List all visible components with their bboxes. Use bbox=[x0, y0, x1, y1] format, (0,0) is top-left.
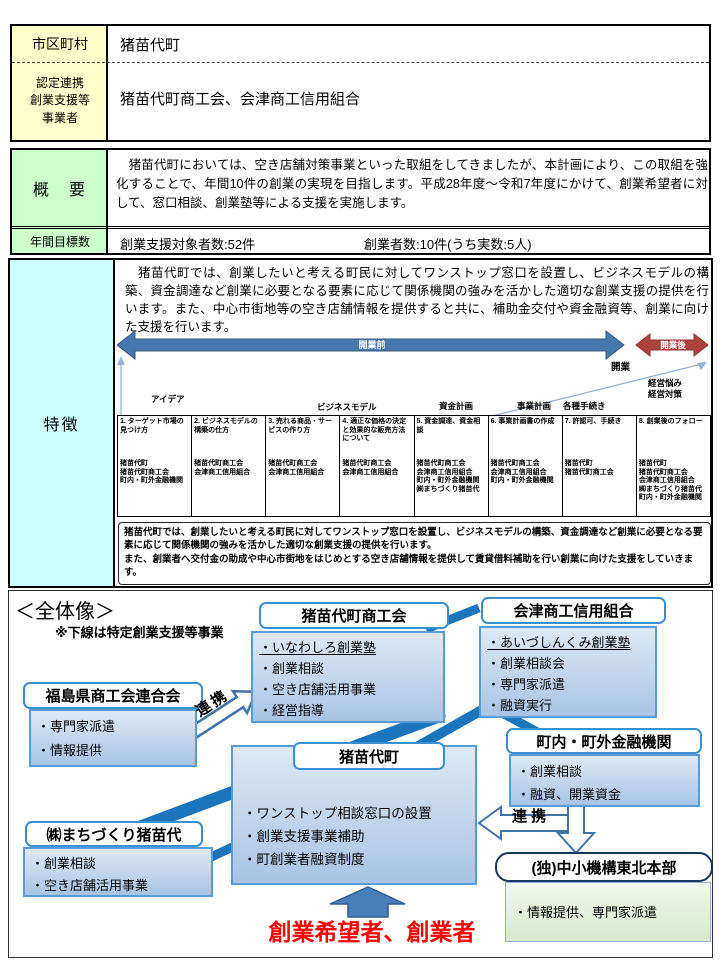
support-column-title: 6. 事業計画書の作成 bbox=[490, 418, 555, 425]
list-item: ・創業相談 bbox=[31, 856, 97, 871]
list-item: ・融資、開業資金 bbox=[517, 787, 622, 802]
axis-vertical-arrowhead bbox=[117, 356, 125, 365]
shokokai-body: ・いなわしろ創業塾 ・創業相談 ・空き店舗活用事業 ・経営指導 bbox=[251, 631, 445, 723]
renkei-label-right: 連 携 bbox=[512, 808, 547, 825]
list-item: ・町創業者融資制度 bbox=[243, 852, 365, 867]
support-column-title: 2. ビジネスモデルの構築の仕方 bbox=[194, 418, 258, 434]
list-item: ・創業相談 bbox=[517, 764, 583, 779]
overall-title: ＜全体像＞ bbox=[15, 601, 115, 623]
before-opening-label: 開業前 bbox=[358, 340, 386, 350]
support-column-orgs: 猪苗代町商工会 会津商工信用組合 bbox=[268, 460, 325, 476]
row-divider bbox=[12, 226, 709, 229]
support-column-title: 1. ターゲット市場の見つけ方 bbox=[120, 418, 184, 434]
shokokai-title: 猪苗代町商工会 bbox=[259, 602, 449, 629]
support-column-orgs: 猪苗代町商工会 会津商工信用組合 bbox=[342, 460, 399, 476]
underline-note: ※下線は特定創業支援等事業 bbox=[55, 625, 224, 640]
overview-label-column bbox=[12, 150, 108, 253]
support-column-title: 4. 適正な価格の決定と効果的な販売方法について bbox=[342, 418, 407, 442]
municipality-label: 市区町村 bbox=[32, 36, 88, 52]
support-column-orgs: 猪苗代町商工会 会津商工信用組合 町内・町外金融機関 ㈱まちづくり猪苗代 bbox=[416, 460, 480, 493]
overall-diagram-section: ＜全体像＞ ※下線は特定創業支援等事業 福島県商工会連合会 ・専門家派遣 ・情報… bbox=[8, 590, 713, 958]
support-column-2: 2. ビジネスモデルの構築の仕方 猪苗代町商工会 会津商工信用組合 bbox=[192, 416, 267, 516]
features-label: 特徴 bbox=[10, 260, 115, 586]
header-table: 市区町村 猪苗代町 認定連携 創業支援等 事業者 猪苗代町商工会、会津商工信用組… bbox=[10, 24, 711, 142]
list-item: ・専門家派遣 bbox=[37, 719, 116, 734]
sme-support-hq-title: (独)中小機構東北本部 bbox=[495, 852, 713, 882]
annual-target-label: 年間目標数 bbox=[29, 235, 90, 249]
growth-line-arrowhead bbox=[697, 362, 707, 370]
support-column-3: 3. 売れる商品・サービスの作り方 猪苗代町商工会 会津商工信用組合 bbox=[266, 416, 341, 516]
list-item: ・創業相談会 bbox=[487, 656, 566, 671]
list-item: ・情報提供 bbox=[37, 743, 103, 758]
list-item-underlined: ・いなわしろ創業塾 bbox=[259, 640, 377, 655]
support-column-orgs: 猪苗代町 猪苗代町商工会 bbox=[564, 460, 614, 476]
features-table: 特徴 猪苗代町では、創業したいと考える町民に対してワンストップ窓口を設置し、ビジ… bbox=[8, 258, 713, 588]
list-item: ・情報提供、専門家派遣 bbox=[514, 905, 658, 920]
list-item: ・経営指導 bbox=[259, 703, 325, 718]
machidukuri-title: ㈱まちづくり猪苗代 bbox=[25, 821, 203, 847]
support-column-title: 7. 許認可、手続き bbox=[564, 418, 622, 425]
overview-table: 概 要 猪苗代町においては、空き店舗対策事業といった取組をしてきましたが、本計画… bbox=[10, 148, 711, 255]
fukushima-federation-body: ・専門家派遣 ・情報提供 bbox=[29, 709, 197, 767]
support-steps-table: 1. ターゲット市場の見つけ方 猪苗代町 猪苗代町商工会 町内・町外金融機関 2… bbox=[117, 415, 711, 517]
features-description: 猪苗代町では、創業したいと考える町民に対してワンストップ窓口を設置し、ビジネスモ… bbox=[125, 266, 709, 334]
row-divider-dashed bbox=[12, 62, 709, 63]
financial-institutions-body: ・創業相談 ・融資、開業資金 bbox=[509, 754, 700, 807]
municipality-value: 猪苗代町 bbox=[120, 37, 181, 54]
support-column-orgs: 猪苗代町商工会 会津商工信用組合 bbox=[194, 460, 251, 476]
support-column-7: 7. 許認可、手続き 猪苗代町 猪苗代町商工会 bbox=[563, 416, 637, 516]
header-label-column bbox=[12, 26, 108, 140]
support-column-title: 5. 資金調達、資金相談 bbox=[416, 418, 481, 434]
stage-funding-plan: 資金計画 bbox=[439, 401, 474, 411]
list-item: ・専門家派遣 bbox=[487, 677, 566, 692]
support-column-title: 8. 創業後のフォロー bbox=[638, 418, 703, 425]
list-item: ・融資実行 bbox=[487, 698, 553, 713]
list-item: ・創業相談 bbox=[259, 661, 325, 676]
founders-up-arrow bbox=[329, 886, 406, 918]
stage-business-model: ビジネスモデル bbox=[317, 402, 377, 412]
annual-target-support: 創業支援対象者数:52件 bbox=[120, 237, 256, 252]
list-item: ・ワンストップ相談窓口の設置 bbox=[243, 806, 432, 821]
list-item: ・創業支援事業補助 bbox=[243, 829, 365, 844]
support-column-orgs: 猪苗代町 猪苗代町商工会 町内・町外金融機関 bbox=[120, 460, 183, 484]
aizu-shinkumi-body: ・あいづしんくみ創業塾 ・創業相談会 ・専門家派遣 ・融資実行 bbox=[479, 626, 657, 718]
after-opening-arrow bbox=[635, 332, 709, 358]
features-content: 猪苗代町では、創業したいと考える町民に対してワンストップ窓口を設置し、ビジネスモ… bbox=[117, 260, 711, 586]
support-column-orgs: 猪苗代町 猪苗代町商工会 会津商工信用組合 ㈱まちづくり猪苗代 町内・町外金融機… bbox=[638, 460, 702, 501]
partner-label: 認定連携 創業支援等 事業者 bbox=[29, 75, 90, 125]
support-column-orgs: 猪苗代町商工会 会津商工信用組合 町内・町外金融機関 bbox=[490, 460, 554, 484]
founders-target-text: 創業希望者、創業者 bbox=[268, 919, 476, 945]
machidukuri-body: ・創業相談 ・空き店舗活用事業 bbox=[23, 847, 213, 897]
annual-target-founders: 創業者数:10件(うち実数:5人) bbox=[364, 237, 532, 252]
support-column-title: 3. 売れる商品・サービスの作り方 bbox=[268, 418, 333, 434]
stage-management: 経営悩み 経営対策 bbox=[648, 378, 683, 399]
after-opening-label: 開業後 bbox=[660, 340, 686, 350]
support-column-5: 5. 資金調達、資金相談 猪苗代町商工会 会津商工信用組合 町内・町外金融機関 … bbox=[415, 416, 489, 516]
partner-value: 猪苗代町商工会、会津商工信用組合 bbox=[120, 91, 361, 108]
list-item-underlined: ・あいづしんくみ創業塾 bbox=[487, 635, 631, 650]
aizu-shinkumi-title: 会津商工信用組合 bbox=[481, 597, 666, 624]
sme-support-hq-body: ・情報提供、専門家派遣 bbox=[505, 882, 711, 942]
financial-institutions-title: 町内・町外金融機関 bbox=[506, 728, 702, 754]
list-item: ・空き店舗活用事業 bbox=[259, 682, 377, 697]
support-column-6: 6. 事業計画書の作成 猪苗代町商工会 会津商工信用組合 町内・町外金融機関 bbox=[489, 416, 563, 516]
before-opening-arrow bbox=[117, 329, 625, 361]
overview-label: 概 要 bbox=[32, 182, 87, 199]
support-column-4: 4. 適正な価格の決定と効果的な販売方法について 猪苗代町商工会 会津商工信用組… bbox=[340, 416, 415, 516]
support-column-1: 1. ターゲット市場の見つけ方 猪苗代町 猪苗代町商工会 町内・町外金融機関 bbox=[118, 416, 193, 516]
fukushima-federation-title: 福島県商工会連合会 bbox=[23, 682, 203, 709]
stage-business-plan: 事業計画 bbox=[517, 401, 552, 411]
support-column-8: 8. 創業後のフォロー 猪苗代町 猪苗代町商工会 会津商工信用組合 ㈱まちづくり… bbox=[637, 416, 711, 516]
inawashiro-town-title: 猪苗代町 bbox=[293, 742, 445, 770]
stage-idea: アイデア bbox=[151, 394, 185, 404]
features-bold-summary: 猪苗代町では、創業したいと考える町民に対してワンストップ窓口を設置し、ビジネスモ… bbox=[118, 522, 711, 585]
stage-procedures: 各種手続き bbox=[563, 401, 606, 411]
opening-milestone-label: 開業 bbox=[611, 362, 631, 373]
list-item: ・空き店舗活用事業 bbox=[31, 878, 149, 893]
overview-text: 猪苗代町においては、空き店舗対策事業といった取組をしてきましたが、本計画により、… bbox=[116, 158, 708, 210]
